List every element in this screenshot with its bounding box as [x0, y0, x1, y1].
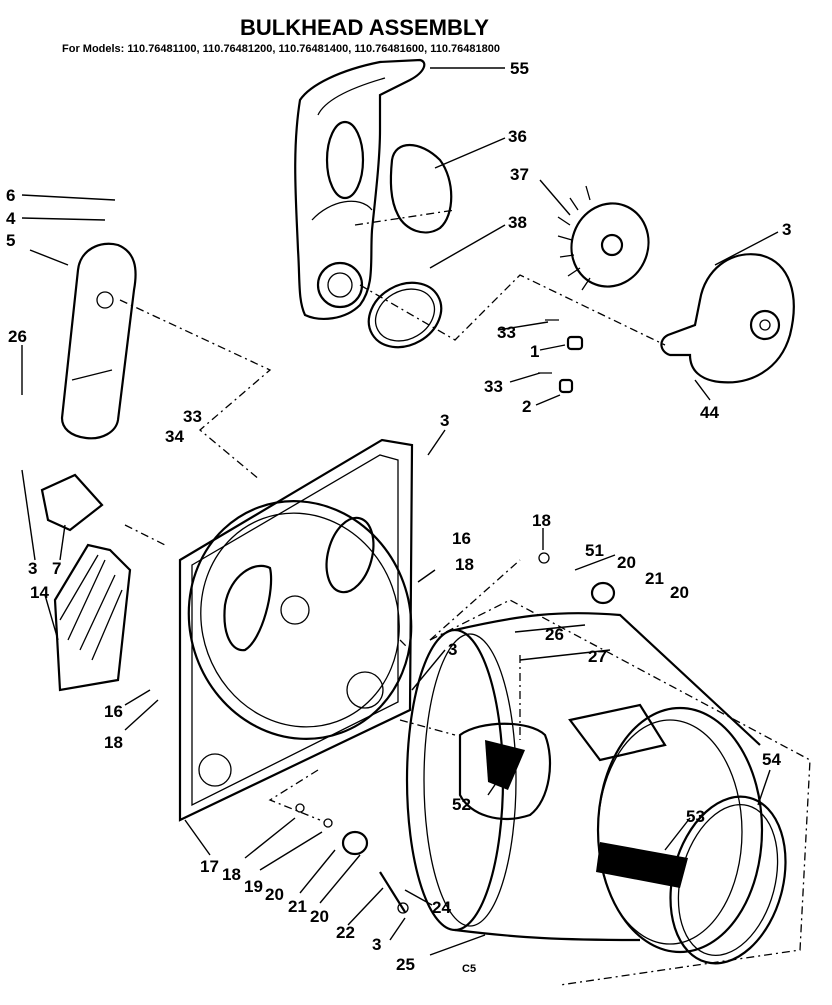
small-fasteners — [538, 319, 584, 394]
callout-14: 14 — [30, 583, 49, 602]
callout-20-b: 20 — [670, 583, 689, 602]
callout-37: 37 — [510, 165, 529, 184]
callout-19: 19 — [244, 877, 263, 896]
callout-51: 51 — [585, 541, 604, 560]
callout-7: 7 — [52, 559, 61, 578]
callout-3-bottom: 3 — [372, 935, 381, 954]
leader-lines — [21, 67, 779, 956]
callout-52: 52 — [452, 795, 471, 814]
callout-3-top: 3 — [782, 220, 791, 239]
drum-assembly — [405, 612, 764, 954]
callout-27: 27 — [588, 647, 607, 666]
callout-26-left: 26 — [8, 327, 27, 346]
callout-33-c: 33 — [484, 377, 503, 396]
callout-20-d: 20 — [310, 907, 329, 926]
callout-20-c: 20 — [265, 885, 284, 904]
connection-lines — [119, 209, 811, 986]
callout-16-left: 16 — [104, 702, 123, 721]
callout-3-mid: 3 — [448, 640, 457, 659]
models-line: For Models: 110.76481100, 110.76481200, … — [62, 43, 500, 55]
callout-2: 2 — [522, 397, 531, 416]
callout-33-a: 33 — [183, 407, 202, 426]
callout-53: 53 — [686, 807, 705, 826]
callout-25: 25 — [396, 955, 415, 974]
callout-36: 36 — [508, 127, 527, 146]
callout-18-left: 18 — [104, 733, 123, 752]
duct-housing — [294, 58, 426, 320]
seal-36 — [389, 144, 453, 234]
callout-16-right: 16 — [452, 529, 471, 548]
callout-18-top: 18 — [532, 511, 551, 530]
callout-44: 44 — [700, 403, 719, 422]
callout-26-drum: 26 — [545, 625, 564, 644]
diagram-title: BULKHEAD ASSEMBLY — [240, 15, 489, 40]
bracket-5 — [60, 242, 137, 440]
callout-1: 1 — [530, 342, 539, 361]
callout-20-a: 20 — [617, 553, 636, 572]
blower-wheel-37 — [557, 185, 650, 291]
bracket-7 — [40, 473, 104, 532]
callout-18-right: 18 — [455, 555, 474, 574]
callout-3-left: 3 — [28, 559, 37, 578]
callout-55: 55 — [510, 59, 529, 78]
callout-24: 24 — [432, 898, 451, 917]
roller-parts — [295, 552, 616, 914]
heater-14 — [53, 543, 132, 692]
callout-labels: 55 36 37 38 3 6 4 5 26 33 34 33 1 33 2 4… — [6, 59, 791, 974]
footer-code: C5 — [462, 963, 476, 975]
callout-5: 5 — [6, 231, 15, 250]
callout-34: 34 — [165, 427, 184, 446]
drum-seal-54 — [669, 795, 787, 965]
callout-33-b: 33 — [497, 323, 516, 342]
seal-38 — [367, 281, 443, 349]
bulkhead-panel — [178, 438, 414, 822]
callout-6: 6 — [6, 186, 15, 205]
callout-54: 54 — [762, 750, 781, 769]
callout-17: 17 — [200, 857, 219, 876]
callout-4: 4 — [6, 209, 16, 228]
callout-21-b: 21 — [288, 897, 307, 916]
callout-22: 22 — [336, 923, 355, 942]
callout-18-bottom: 18 — [222, 865, 241, 884]
blower-housing-44 — [660, 253, 795, 384]
callout-3-bulkhead-top: 3 — [440, 411, 449, 430]
callout-21-a: 21 — [645, 569, 664, 588]
callout-38: 38 — [508, 213, 527, 232]
